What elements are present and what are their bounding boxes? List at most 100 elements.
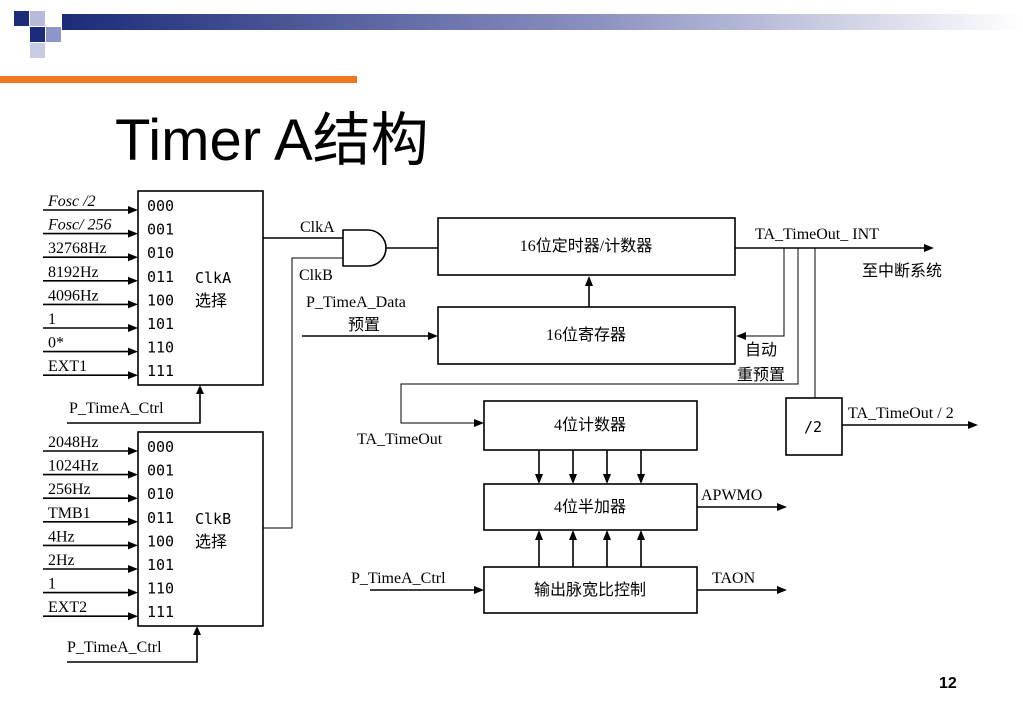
clka-input-arrow [128,324,138,332]
header-square-dark [14,11,29,26]
counter16-label: 16位定时器/计数器 [520,237,652,255]
gate-input-b-label: ClkB [299,267,333,284]
clkb-to-gate-line [263,257,343,529]
reload-feedback-arrow [736,332,746,340]
apwmo-label: APWMO [701,487,762,504]
page-number: 12 [939,675,957,692]
timeout-to-counter4-line [400,248,799,424]
clkb-ctrl-line [67,633,198,663]
header-decoration [0,11,1022,83]
clka-input-arrow [128,347,138,356]
clka-ctrl-line [67,392,201,424]
clka-input-label: 32768Hz [48,240,107,257]
taon-arrow [777,586,787,594]
clkb-input-label: TMB1 [48,505,91,522]
header-square-light [30,11,45,26]
clka-input-label: 0* [48,335,64,352]
clkb-input-label: 256Hz [48,481,91,498]
clka-code-label: 000 [147,197,174,215]
register16-label: 16位寄存器 [546,326,626,344]
clka-ctrl-label: P_TimeA_Ctrl [69,400,164,417]
reload-label-2: 重预置 [737,366,785,384]
and-gate [342,229,387,267]
clkb-selector-box [137,431,264,627]
clkb-input-arrow [128,541,138,550]
header-square-mid [46,27,61,42]
counter4-to-adder-arrows [535,450,645,484]
clkb-code-label: 001 [147,462,174,480]
clkb-input-label: 1024Hz [48,458,99,475]
clka-selector-label: ClkA [195,269,231,287]
header-square-dark-2 [30,27,45,42]
clka-ctrl-arrow [196,385,204,394]
clkb-input-label: 2048Hz [48,434,99,451]
clkb-input-label: 2Hz [48,552,75,569]
clka-code-label: 010 [147,244,174,262]
counter4-bit-arrow [535,474,543,484]
clka-input-label: 8192Hz [48,264,99,281]
counter4-box [483,400,698,451]
gate-input-a-label: ClkA [300,219,335,236]
clka-input-label: 4096Hz [48,287,99,304]
pwm-ctrl-bit-arrow [569,530,577,540]
clkb-code-label: 100 [147,532,174,550]
clkb-input-label: EXT2 [48,599,87,616]
pwm-ctrl-input-arrow [474,586,484,594]
div2-output-arrow [968,421,978,429]
clka-code-label: 001 [147,221,174,239]
timeout-half-label: TA_TimeOut / 2 [848,405,954,422]
counter4-label: 4位计数器 [554,416,626,434]
clka-input-arrow [128,276,138,285]
counter4-bit-arrow [603,474,611,484]
clkb-ctrl-arrow [193,626,201,635]
reload-feedback-line [745,248,785,337]
clkb-input-arrow [128,588,138,597]
clkb-code-label: 101 [147,556,174,574]
clkb-input-arrow [128,612,138,621]
clka-input-label: Fosc /2 [47,193,96,210]
reload-label: 自动 [745,341,777,359]
slide-title: Timer A结构 [115,108,429,173]
clka-code-label: 101 [147,315,174,333]
data-input-label: P_TimeA_Data [306,294,406,311]
clkb-input-label: 4Hz [48,528,75,545]
register-to-counter-arrow [585,276,593,286]
register16-box [437,306,736,365]
header-gradient-bar [62,14,1022,30]
data-input-arrow [428,332,438,340]
header-square-pale [30,43,45,58]
taon-label: TAON [712,570,756,587]
to-interrupt-label: 至中断系统 [862,262,942,280]
clka-code-label: 100 [147,291,174,309]
clkb-selector-label: ClkB [195,510,231,528]
clka-input-label: 1 [48,311,56,328]
counter4-bit-arrow [637,474,645,484]
clkb-code-label: 110 [147,580,174,598]
clkb-code-label: 111 [147,603,174,621]
pwm-ctrl-label: 输出脉宽比控制 [534,581,646,599]
clkb-ctrl-label: P_TimeA_Ctrl [67,639,162,656]
pwm-ctrl-bit-arrow [603,530,611,540]
clkb-selector-label-2: 选择 [195,533,227,551]
clka-input-label: EXT1 [48,358,87,375]
pwm-ctrl-input-label: P_TimeA_Ctrl [351,570,446,587]
counter4-bit-arrow [569,474,577,484]
clka-code-label: 110 [147,339,174,357]
clka-input-arrow [128,300,138,309]
timeout-label: TA_TimeOut [357,431,443,448]
counter16-box [437,217,736,276]
clka-input-arrow [128,371,138,380]
clkb-code-label: 011 [147,509,174,527]
clka-input-arrow [128,206,138,214]
clka-input-arrow [128,229,138,238]
clkb-input-arrow [128,517,138,526]
div2-label: /2 [804,418,822,436]
adder4-label: 4位半加器 [554,498,626,516]
apwmo-arrow [777,503,787,511]
data-input-label-2: 预置 [348,316,380,334]
